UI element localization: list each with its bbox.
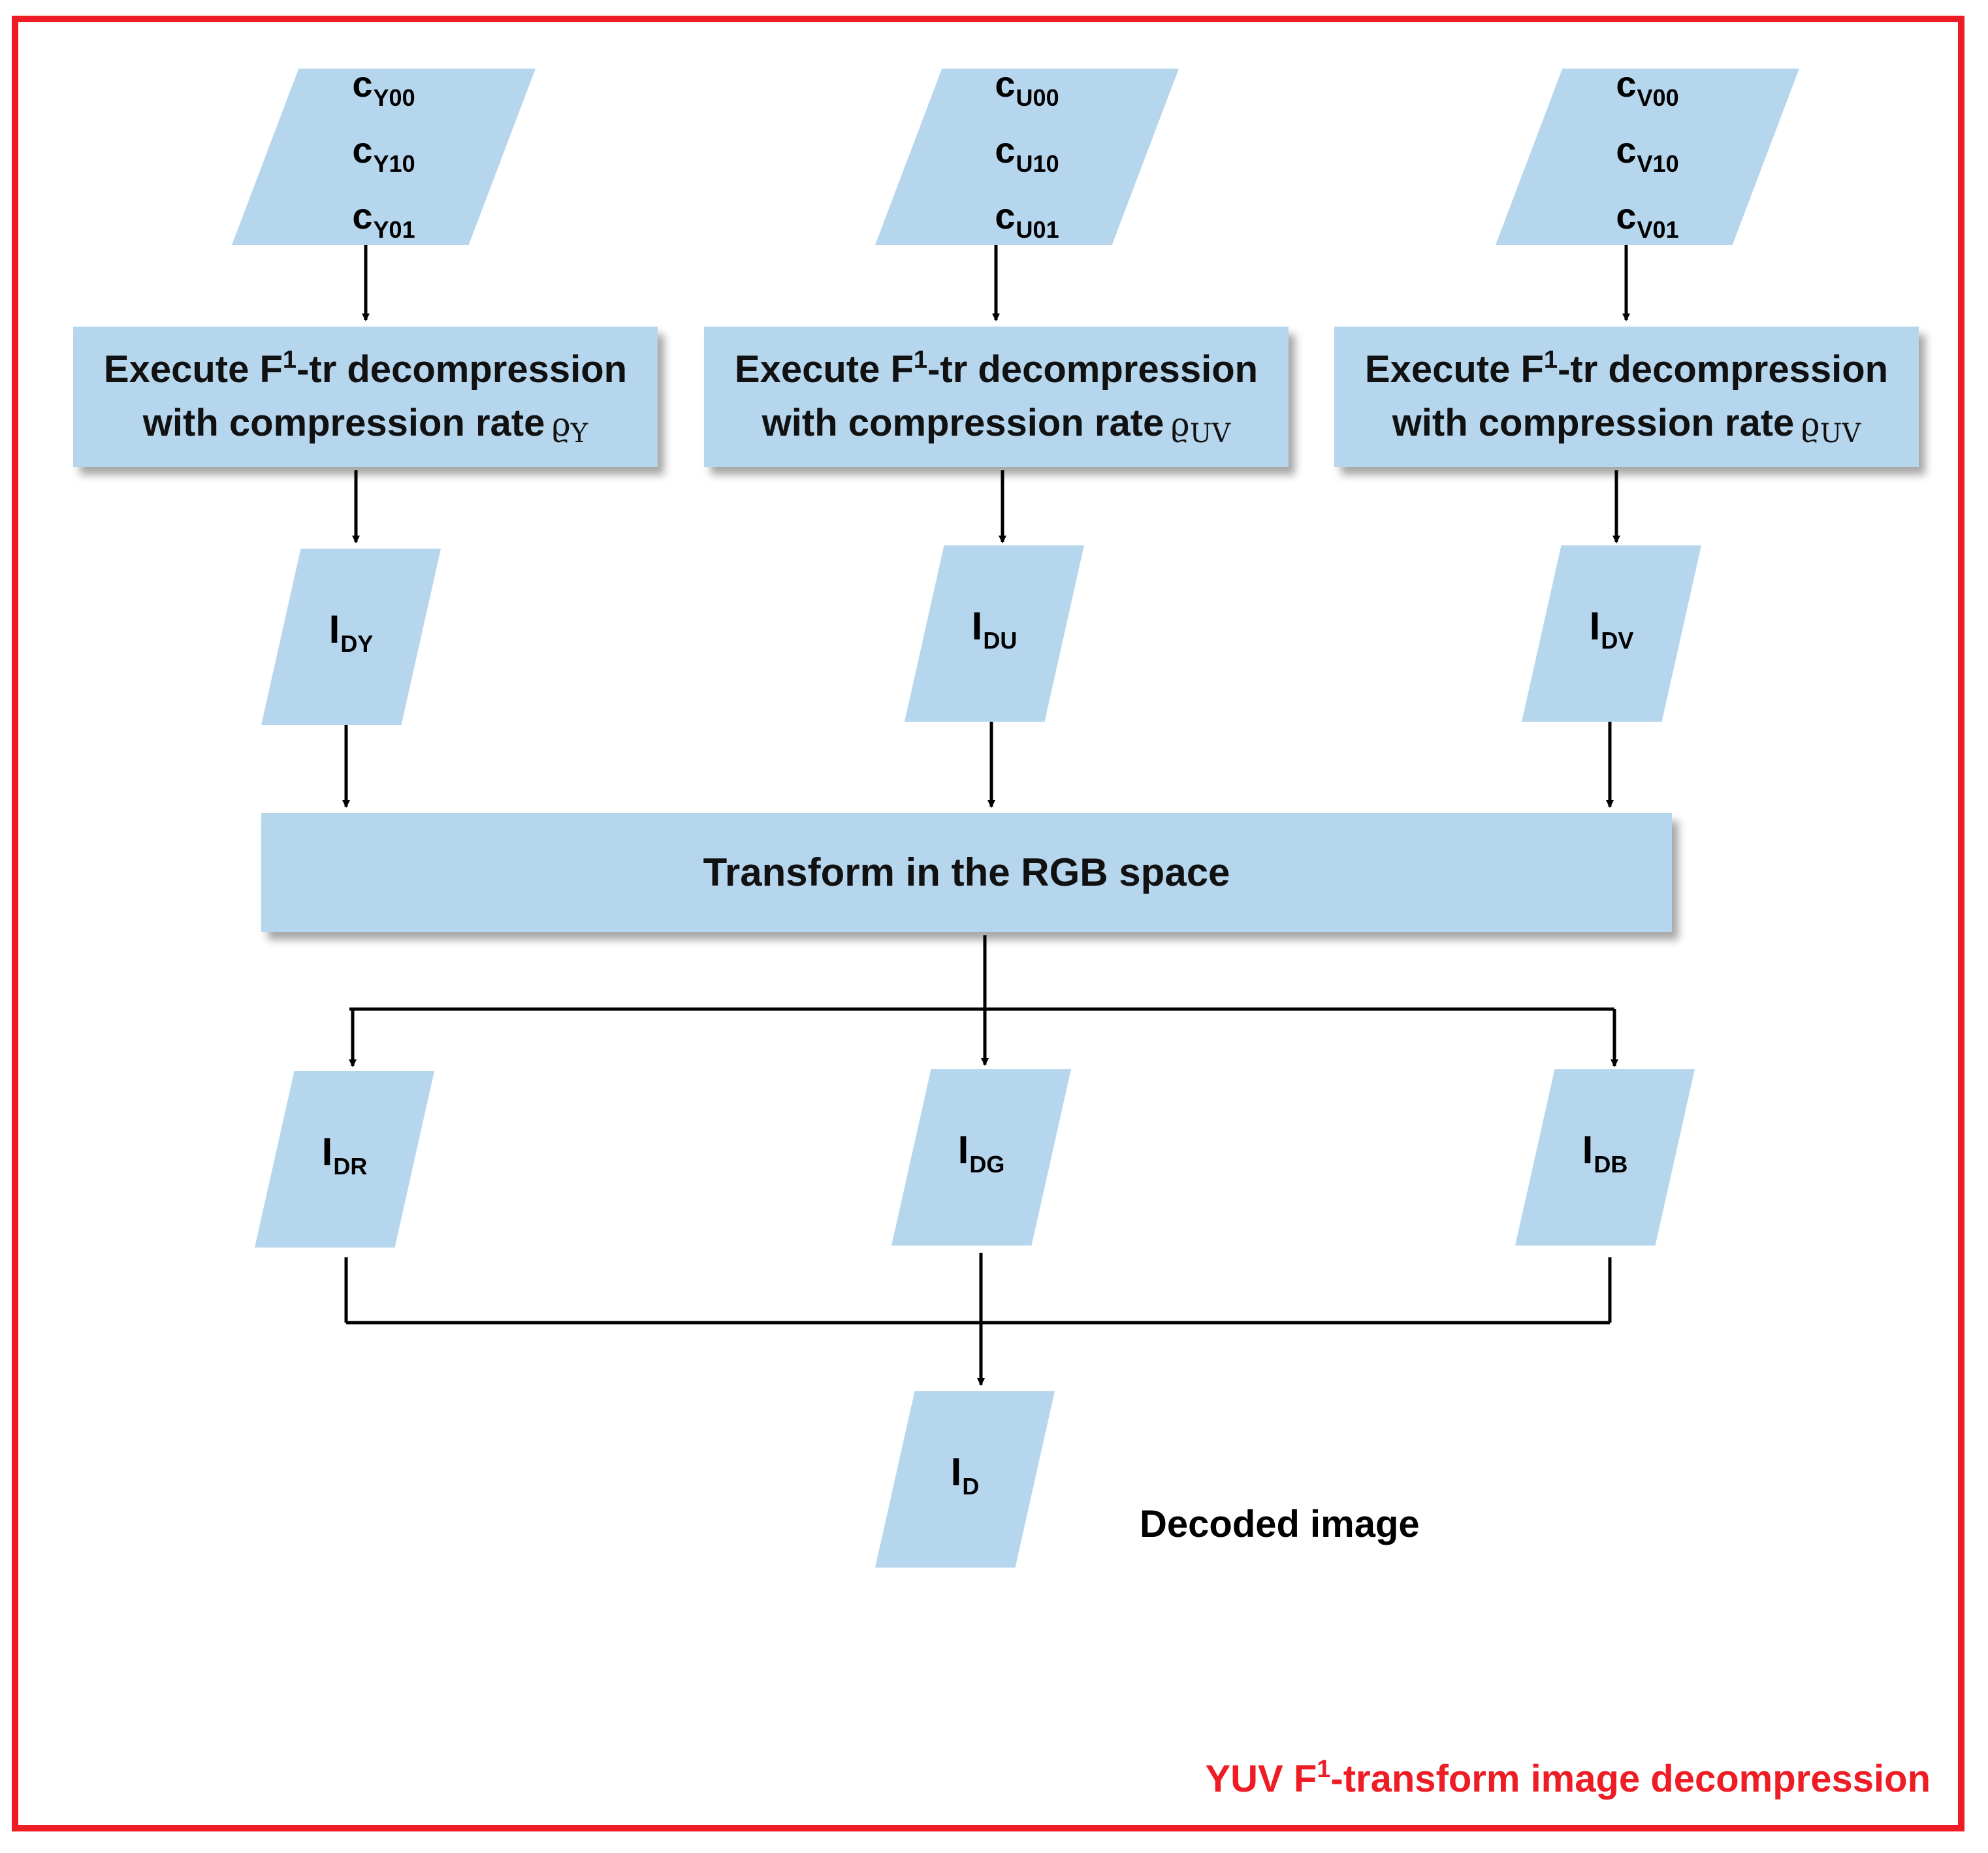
output-subscript: DU [983, 627, 1018, 654]
coef-base: c [995, 63, 1016, 105]
transform-rgb-box: Transform in the RGB space [261, 813, 1672, 932]
input-coefficients-y: cY00 cY10 cY01 [232, 63, 536, 245]
output-idb: IDB [1515, 1069, 1695, 1246]
coef-base: c [352, 63, 373, 105]
coef-base: c [1616, 129, 1637, 170]
output-base: I [950, 1450, 962, 1494]
output-decoded-image: ID [875, 1391, 1055, 1568]
box-text: -tr decompression [1558, 348, 1889, 391]
rho-symbol: ϱ [1801, 406, 1820, 443]
coef-index: U01 [1016, 216, 1059, 243]
caption-text: -transform image decompression [1330, 1758, 1931, 1800]
output-idy: IDY [261, 549, 441, 725]
decompress-box-v: Execute F1-tr decompression with compres… [1334, 327, 1919, 467]
box-text: with compression rate [1392, 402, 1795, 444]
coef-base: c [352, 129, 373, 170]
caption-superscript: 1 [1317, 1756, 1331, 1783]
decompress-box-y: Execute F1-tr decompression with compres… [73, 327, 658, 467]
output-idg: IDG [891, 1069, 1071, 1246]
figure-caption: YUV F1-transform image decompression [1205, 1756, 1931, 1801]
superscript: 1 [1543, 346, 1558, 374]
output-idr: IDR [255, 1071, 434, 1248]
output-base: I [1582, 1128, 1594, 1172]
decompress-box-u: Execute F1-tr decompression with compres… [704, 327, 1289, 467]
input-coefficients-u: cU00 cU10 cU01 [875, 63, 1179, 245]
output-idu: IDU [905, 545, 1084, 722]
caption-text: YUV F [1205, 1758, 1317, 1800]
rho-symbol: ϱ [551, 406, 571, 443]
box-text: Execute F [103, 348, 283, 391]
input-coefficients-v: cV00 cV10 cV01 [1496, 63, 1799, 245]
coef-base: c [1616, 63, 1637, 105]
coef-base: c [1616, 195, 1637, 236]
output-subscript: DG [969, 1151, 1005, 1178]
output-subscript: D [962, 1473, 980, 1500]
output-idv: IDV [1522, 545, 1701, 722]
coef-index: U10 [1016, 150, 1059, 177]
output-base: I [329, 607, 340, 651]
output-base: I [321, 1130, 333, 1174]
transform-label: Transform in the RGB space [703, 850, 1230, 894]
rho-subscript: UV [1189, 419, 1231, 449]
coef-index: V00 [1637, 84, 1679, 111]
output-subscript: DV [1601, 627, 1634, 654]
box-text: with compression rate [762, 402, 1164, 444]
coef-base: c [995, 129, 1016, 170]
decoded-image-label: Decoded image [1140, 1503, 1420, 1545]
box-text: -tr decompression [297, 348, 628, 391]
output-subscript: DB [1594, 1151, 1628, 1178]
coef-base: c [352, 195, 373, 236]
box-text: Execute F [1364, 348, 1544, 391]
coef-index: Y10 [373, 150, 415, 177]
rho-subscript: Y [570, 419, 588, 449]
rho-symbol: ϱ [1170, 406, 1190, 443]
superscript: 1 [913, 346, 928, 374]
coef-base: c [995, 195, 1016, 236]
coef-index: Y01 [373, 216, 415, 243]
box-text: Execute F [734, 348, 914, 391]
output-base: I [1589, 604, 1601, 648]
coef-index: V10 [1637, 150, 1679, 177]
figure-frame [12, 16, 1964, 1831]
box-text: -tr decompression [927, 348, 1259, 391]
output-base: I [971, 604, 983, 648]
rho-subscript: UV [1820, 419, 1861, 449]
output-base: I [957, 1128, 969, 1172]
coef-index: V01 [1637, 216, 1679, 243]
box-text: with compression rate [142, 402, 545, 444]
output-subscript: DR [333, 1153, 368, 1180]
superscript: 1 [282, 346, 297, 374]
coef-index: U00 [1016, 84, 1059, 111]
coef-index: Y00 [373, 84, 415, 111]
output-subscript: DY [340, 630, 374, 657]
